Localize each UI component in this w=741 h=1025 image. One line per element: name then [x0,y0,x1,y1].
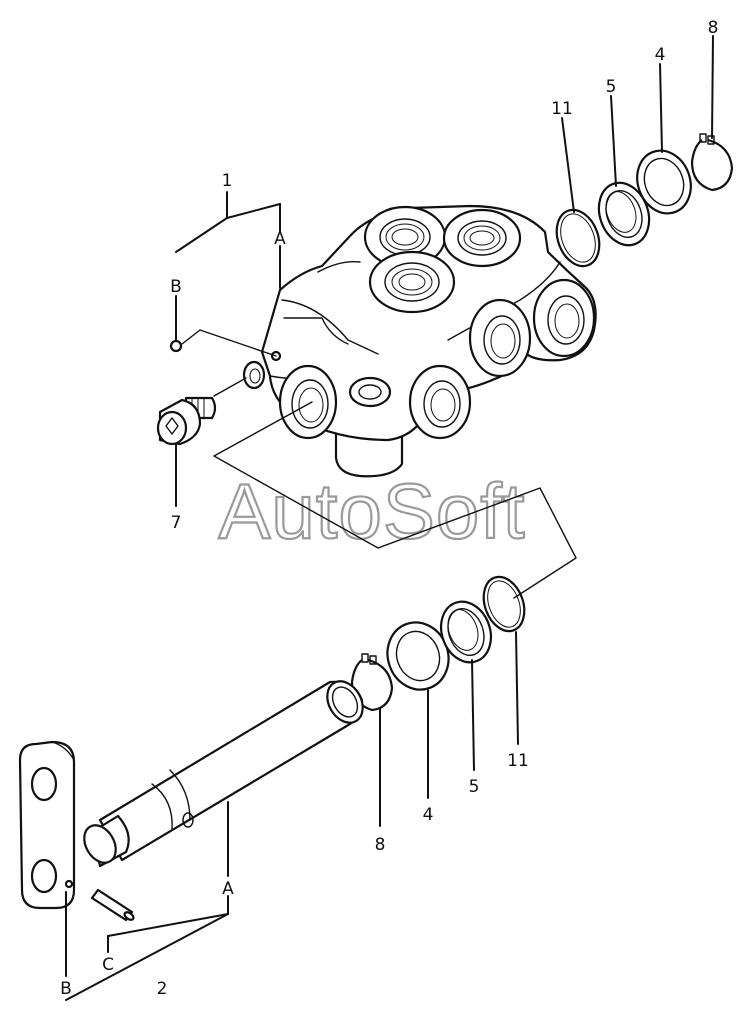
top-snap-ring [690,133,734,192]
label-part-11-top: 11 [551,99,573,119]
bottom-o-ring [482,575,526,633]
label-part-2: 2 [157,979,168,999]
label-part-1: 1 [222,171,233,191]
label-part-5-top: 5 [606,77,617,97]
bottom-washer [386,621,450,691]
lever-plate [18,740,76,910]
label-ref-c-bottom: C [102,955,114,975]
top-washer [636,149,692,215]
label-part-11-bottom: 11 [507,751,529,771]
plug-screw [156,396,217,446]
label-part-5-bottom: 5 [469,777,480,797]
valve-body [242,204,597,478]
label-part-4-top: 4 [655,45,666,65]
pin [90,888,135,922]
shaft [83,680,364,868]
watermark-text: AutoSoft [218,467,525,555]
label-part-7: 7 [171,513,182,533]
label-ref-a-bottom: A [222,879,234,899]
label-part-8-bottom: 8 [375,835,386,855]
bottom-bushing [439,600,493,664]
label-ref-b-top: B [170,277,182,297]
label-ref-a-top: A [274,229,286,249]
label-part-8-top: 8 [708,18,719,38]
top-o-ring [555,208,601,268]
callout-labels: 1 A B 11 5 4 8 7 11 5 4 8 A C 2 B [60,18,718,999]
label-part-4-bottom: 4 [423,805,434,825]
leader-lines [65,35,714,1001]
label-ref-b-bottom: B [60,979,72,999]
top-bushing [597,181,651,247]
